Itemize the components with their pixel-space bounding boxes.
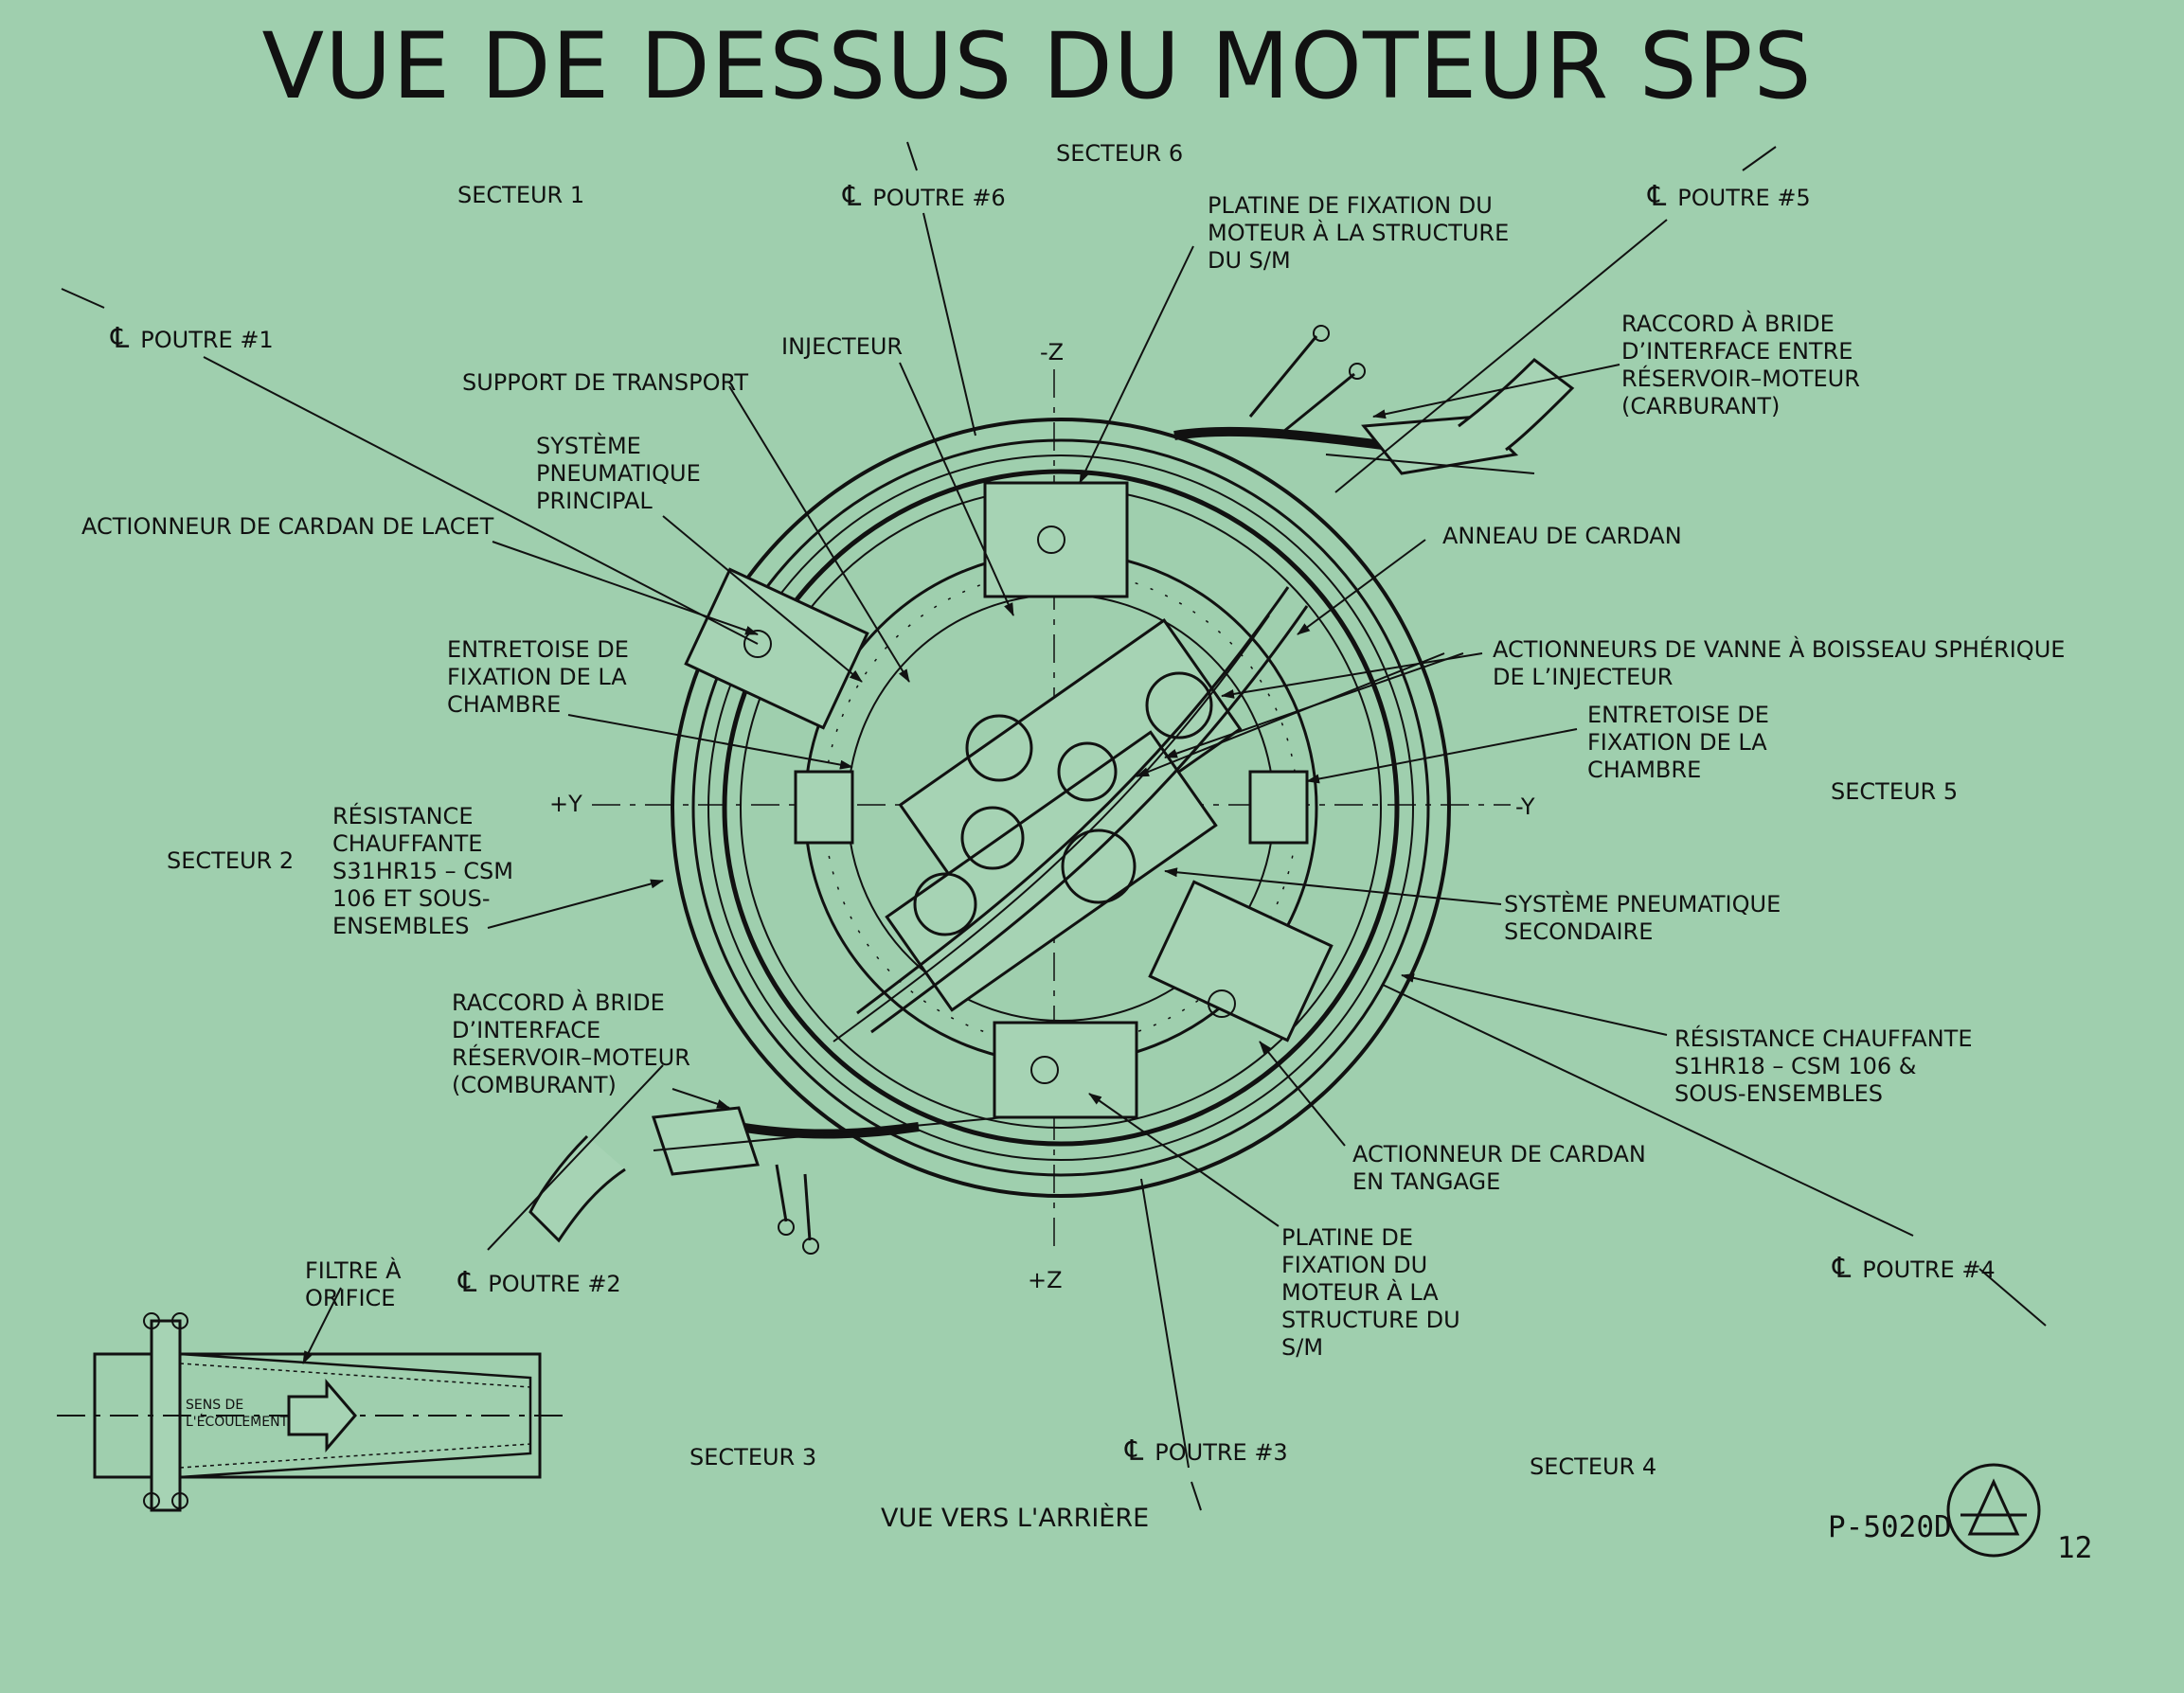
page-title: VUE DE DESSUS DU MOTEUR SPS (261, 13, 1813, 119)
centerline-symbol: ℄ (1125, 1435, 1144, 1468)
beam-4-label: ℄ POUTRE #4 (1833, 1255, 1996, 1284)
beam-2-text: POUTRE #2 (488, 1271, 621, 1297)
centerline-symbol: ℄ (1648, 180, 1667, 213)
label-injecteur: INJECTEUR (781, 333, 904, 360)
label-actionneur-tangage: ACTIONNEUR DE CARDAN EN TANGAGE (1352, 1141, 1646, 1195)
axis-plus-z: +Z (1028, 1267, 1063, 1293)
label-pneumatique-principal: SYSTÈME PNEUMATIQUE PRINCIPAL (536, 433, 701, 514)
label-entretoise-right: ENTRETOISE DE FIXATION DE LA CHAMBRE (1587, 702, 1769, 783)
label-pneumatique-secondaire: SYSTÈME PNEUMATIQUE SECONDAIRE (1504, 891, 1781, 945)
document-id: P-5020D (1828, 1510, 1952, 1544)
beam-6-text: POUTRE #6 (872, 185, 1006, 211)
beam-1-text: POUTRE #1 (140, 327, 274, 353)
centerline-symbol: ℄ (1833, 1252, 1852, 1285)
page-number: 12 (2057, 1531, 2093, 1565)
label-filtre-orifice: FILTRE À ORIFICE (305, 1257, 402, 1311)
label-raccord-carburant: RACCORD À BRIDE D’INTERFACE ENTRE RÉSERV… (1621, 311, 1860, 419)
label-platine-bottom: PLATINE DE FIXATION DU MOTEUR À LA STRUC… (1281, 1224, 1460, 1361)
label-anneau-cardan: ANNEAU DE CARDAN (1442, 523, 1682, 549)
beam-5-label: ℄ POUTRE #5 (1648, 183, 1811, 212)
sector-1-label: SECTEUR 1 (457, 182, 585, 208)
axis-minus-y: -Y (1515, 793, 1535, 820)
centerline-symbol: ℄ (458, 1266, 477, 1299)
label-resistance-left: RÉSISTANCE CHAUFFANTE S31HR15 – CSM 106 … (332, 803, 513, 939)
view-caption: VUE VERS L'ARRIÈRE (881, 1504, 1150, 1533)
centerline-symbol: ℄ (843, 180, 862, 213)
sector-3-label: SECTEUR 3 (689, 1444, 817, 1470)
apollo-logistics-training-logo (1946, 1463, 2041, 1558)
axis-plus-y: +Y (549, 791, 582, 817)
label-support-transport: SUPPORT DE TRANSPORT (462, 369, 749, 396)
beam-4-text: POUTRE #4 (1862, 1256, 1996, 1283)
label-actionneurs-vanne: ACTIONNEURS DE VANNE À BOISSEAU SPHÉRIQU… (1493, 636, 2066, 690)
sector-5-label: SECTEUR 5 (1831, 778, 1959, 805)
beam-6-label: ℄ POUTRE #6 (843, 183, 1006, 212)
sector-6-label: SECTEUR 6 (1056, 140, 1184, 167)
label-entretoise-left: ENTRETOISE DE FIXATION DE LA CHAMBRE (447, 636, 629, 718)
beam-2-label: ℄ POUTRE #2 (458, 1269, 621, 1298)
label-actionneur-lacet: ACTIONNEUR DE CARDAN DE LACET (81, 513, 494, 540)
sector-4-label: SECTEUR 4 (1530, 1453, 1657, 1480)
label-resistance-right: RÉSISTANCE CHAUFFANTE S1HR18 – CSM 106 &… (1674, 1025, 1973, 1107)
centerline-symbol: ℄ (111, 322, 130, 355)
label-sens-ecoulement: SENS DE L'ÉCOULEMENT (186, 1398, 289, 1430)
label-platine-top: PLATINE DE FIXATION DU MOTEUR À LA STRUC… (1208, 192, 1510, 274)
beam-5-text: POUTRE #5 (1677, 185, 1811, 211)
beam-1-label: ℄ POUTRE #1 (111, 325, 274, 354)
beam-3-label: ℄ POUTRE #3 (1125, 1437, 1288, 1467)
filter-inset (57, 1287, 568, 1512)
axis-minus-z: -Z (1040, 339, 1065, 365)
label-raccord-comburant: RACCORD À BRIDE D’INTERFACE RÉSERVOIR–MO… (452, 989, 690, 1098)
sector-2-label: SECTEUR 2 (167, 847, 295, 874)
beam-3-text: POUTRE #3 (1155, 1439, 1288, 1466)
gimbal-ring-outer (671, 418, 1451, 1198)
